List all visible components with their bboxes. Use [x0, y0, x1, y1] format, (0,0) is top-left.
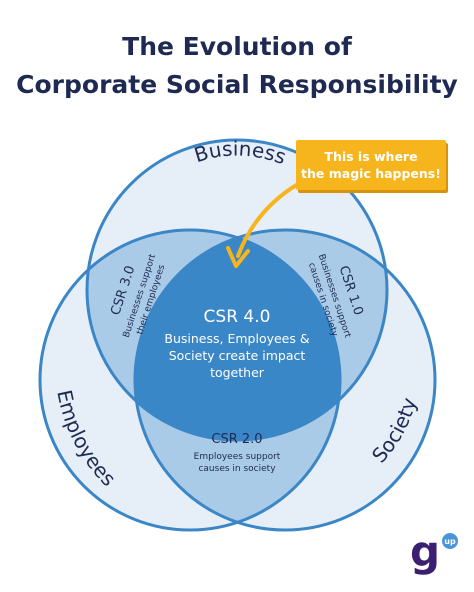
csr2-title: CSR 2.0 [211, 432, 262, 447]
page-title: The Evolution of Corporate Social Respon… [0, 28, 474, 104]
csr2-line-1: Employees support [194, 452, 281, 462]
csr4-title: CSR 4.0 [204, 307, 271, 327]
csr2-line-2: causes in society [198, 464, 276, 474]
center-overlap [135, 230, 340, 440]
logo-badge-text: up [444, 537, 456, 546]
csr2-region-text: CSR 2.0 Employees support causes in soci… [194, 432, 281, 474]
title-line-2: Corporate Social Responsibility [16, 70, 458, 99]
csr4-line-2: Society create impact [169, 348, 306, 363]
logo-badge [442, 533, 458, 549]
callout-arrowhead [226, 246, 250, 268]
title-line-1: The Evolution of [122, 32, 352, 61]
csr4-region-text: CSR 4.0 Business, Employees & Society cr… [164, 307, 309, 380]
callout-arrow [236, 182, 300, 258]
brand-logo: g up [410, 530, 458, 576]
callout-box: This is where the magic happens! [296, 140, 446, 190]
callout-line-1: This is where [324, 149, 418, 164]
callout-line-2: the magic happens! [301, 166, 441, 181]
csr4-line-3: together [210, 365, 265, 380]
csr4-line-1: Business, Employees & [164, 331, 309, 346]
logo-letter: g [410, 530, 440, 576]
